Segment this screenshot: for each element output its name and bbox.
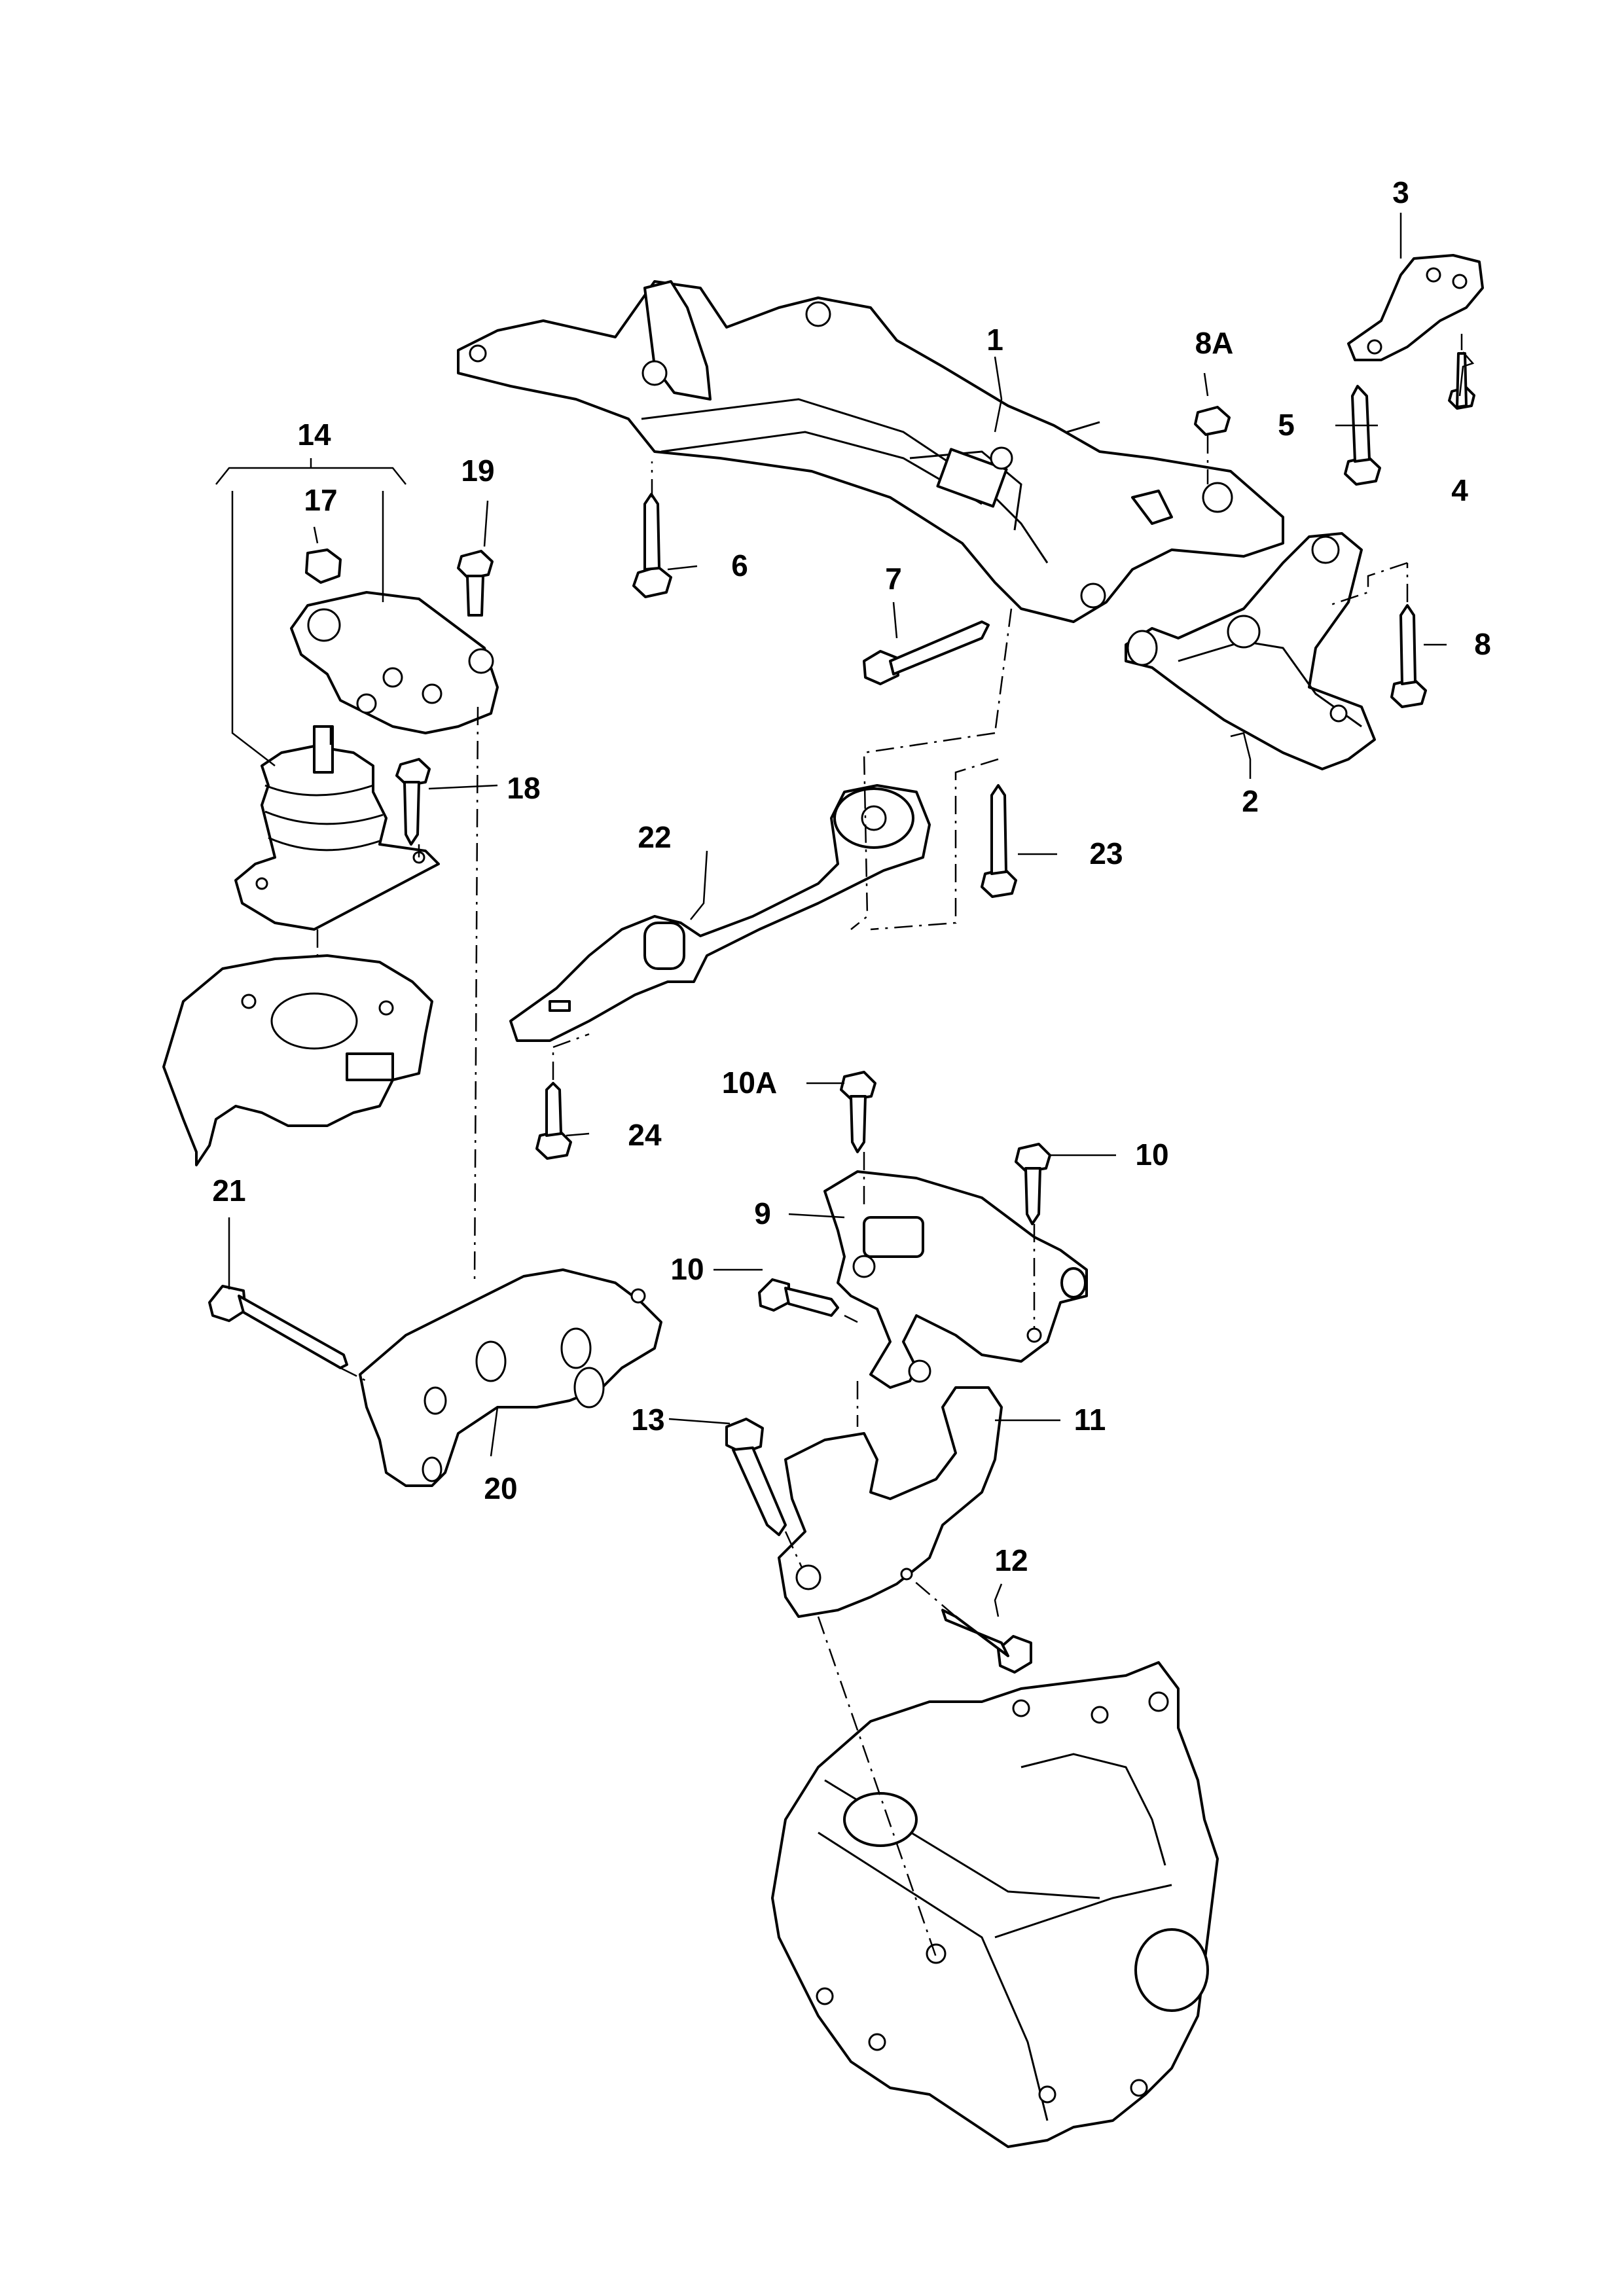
bracket-3-part: [1347, 254, 1484, 361]
nut-8A-part: [1194, 406, 1231, 436]
transmission-mount-part: [823, 1170, 1088, 1389]
rubber-mount-part: [234, 725, 440, 931]
bolt-19-part: [457, 550, 494, 617]
bolt-8-part: [1390, 604, 1427, 708]
callout-labels: 1 2 3 4 5 6 7 8 8A 9 10 10 10A 11 12 13 …: [212, 175, 1490, 1577]
callout-13: 13: [631, 1403, 664, 1437]
callout-5: 5: [1278, 408, 1295, 442]
subframe-part: [457, 280, 1284, 623]
nut-17-part: [305, 548, 342, 584]
bolt-23-part: [981, 784, 1017, 898]
leader-lines: [228, 213, 1475, 1617]
bracket-20-part: [359, 1268, 662, 1487]
callout-8: 8: [1474, 627, 1491, 661]
bolt-21-part: [208, 1285, 348, 1369]
bolt-7-part: [863, 620, 990, 685]
callout-23: 23: [1089, 836, 1123, 870]
engine-mount-bracket-part: [290, 591, 499, 734]
bolt-5-part: [1344, 385, 1381, 486]
callout-10-lower: 10: [670, 1252, 704, 1286]
callout-22: 22: [638, 820, 671, 854]
callout-7: 7: [885, 562, 902, 596]
bolt-10-upper-part: [1015, 1143, 1051, 1225]
callout-1: 1: [986, 323, 1003, 357]
bolt-6-part: [632, 493, 672, 598]
control-arm-part: [1125, 532, 1376, 770]
callout-14: 14: [297, 418, 331, 452]
callout-17: 17: [304, 483, 337, 517]
callout-8A: 8A: [1195, 326, 1234, 360]
bolt-18-part: [395, 758, 431, 846]
bolt-12-part: [941, 1609, 1032, 1674]
callout-10A: 10A: [722, 1066, 777, 1100]
gearbox-part: [771, 1661, 1219, 2148]
bolt-10-lower-part: [758, 1278, 839, 1317]
callout-6: 6: [731, 548, 748, 583]
bolt-10A-part: [840, 1071, 876, 1153]
callout-3: 3: [1392, 175, 1409, 209]
bracket-14: [215, 458, 406, 766]
callout-20: 20: [484, 1471, 517, 1505]
callout-10-upper: 10: [1135, 1138, 1168, 1172]
callout-12: 12: [994, 1543, 1028, 1577]
callout-9: 9: [754, 1196, 771, 1230]
callout-24: 24: [628, 1118, 662, 1152]
callout-19: 19: [461, 454, 494, 488]
alignment-lines: [316, 334, 1463, 1958]
callout-2: 2: [1242, 784, 1259, 818]
bracket-11-part: [778, 1386, 1003, 1618]
torque-rod-part: [509, 784, 931, 1042]
callout-21: 21: [212, 1174, 245, 1208]
callout-4: 4: [1451, 473, 1468, 507]
callout-18: 18: [507, 771, 540, 805]
callout-11: 11: [1074, 1403, 1106, 1437]
bolt-13-part: [725, 1418, 787, 1536]
body-panel-part: [162, 954, 433, 1166]
bolt-24-part: [535, 1082, 572, 1160]
